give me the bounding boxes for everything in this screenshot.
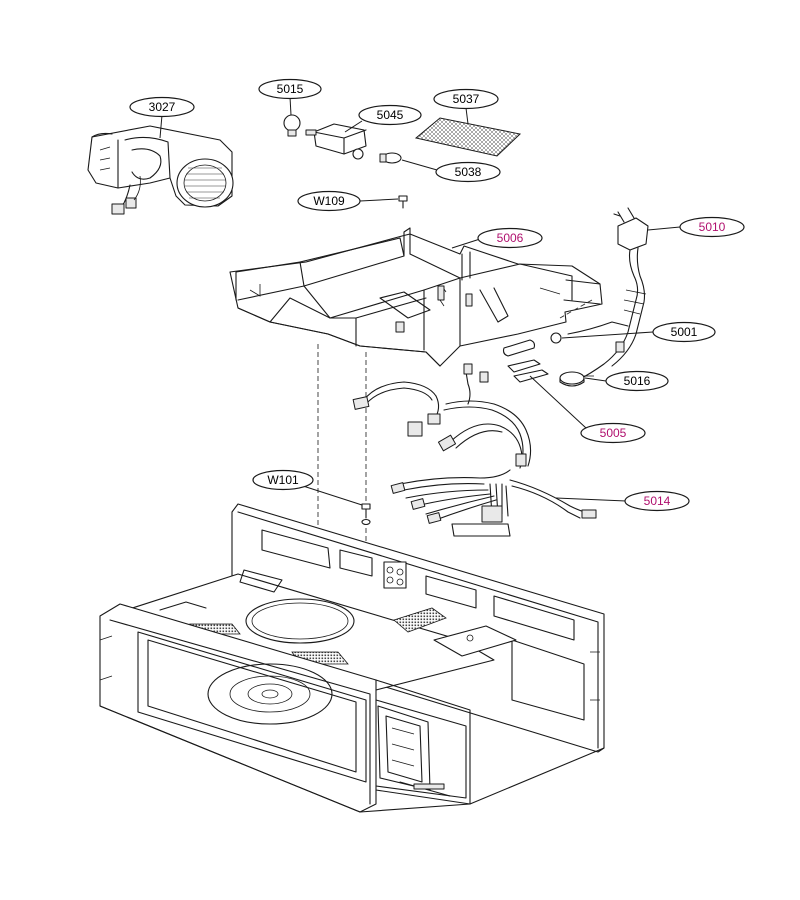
callout-label: 5037 xyxy=(453,92,480,106)
callout-label: 5015 xyxy=(277,82,304,96)
callout-label: 5010 xyxy=(699,220,726,234)
thermostat xyxy=(559,371,594,387)
leader-line xyxy=(344,120,363,133)
leader-line xyxy=(584,377,607,382)
charcoal-filter xyxy=(414,117,522,157)
base-plate xyxy=(229,227,603,367)
wire-harness xyxy=(352,363,597,537)
callout-label: W101 xyxy=(267,473,299,487)
fuse xyxy=(502,332,562,357)
lamp-socket xyxy=(305,123,367,160)
lamp-bulb xyxy=(283,114,301,137)
callout-5038: 5038 xyxy=(435,161,501,183)
callout-label: 5045 xyxy=(377,108,404,122)
alignment-line xyxy=(559,299,593,319)
power-cord-plug xyxy=(567,207,649,381)
callout-5016: 5016 xyxy=(605,370,669,392)
leader-line xyxy=(561,331,654,339)
callout-W109: W109 xyxy=(297,190,361,212)
leader-line xyxy=(299,484,363,506)
callout-label: 5038 xyxy=(455,165,482,179)
leader-line xyxy=(289,96,292,116)
leader-line xyxy=(465,107,469,125)
callout-5045: 5045 xyxy=(358,104,422,126)
callout-5001: 5001 xyxy=(652,321,716,343)
fuse-holder xyxy=(507,359,549,383)
small-lamp-bulb xyxy=(379,152,402,164)
callout-5005: 5005 xyxy=(580,422,646,444)
leader-line xyxy=(647,226,681,231)
callout-label: 3027 xyxy=(149,100,176,114)
screw xyxy=(361,503,371,526)
callout-5014: 5014 xyxy=(624,490,690,512)
oven-cavity xyxy=(99,503,605,813)
callout-label: 5014 xyxy=(644,494,671,508)
callout-5015: 5015 xyxy=(258,78,322,100)
callout-label: 5001 xyxy=(671,325,698,339)
leader-line xyxy=(529,375,587,429)
callout-5037: 5037 xyxy=(433,88,499,110)
leader-line xyxy=(401,159,438,171)
callout-3027: 3027 xyxy=(129,96,195,118)
screw xyxy=(398,195,408,209)
callout-label: W109 xyxy=(313,194,345,208)
callout-label: 5016 xyxy=(624,374,651,388)
leader-line xyxy=(159,114,163,139)
leader-line xyxy=(555,497,627,502)
leader-line xyxy=(451,238,481,249)
callout-label: 5005 xyxy=(600,426,627,440)
callout-5006: 5006 xyxy=(477,227,543,249)
callout-W101: W101 xyxy=(252,469,314,491)
leader-line xyxy=(359,198,399,202)
callout-5010: 5010 xyxy=(679,216,745,238)
callout-label: 5006 xyxy=(497,231,524,245)
blower-fan-motor xyxy=(87,125,234,215)
